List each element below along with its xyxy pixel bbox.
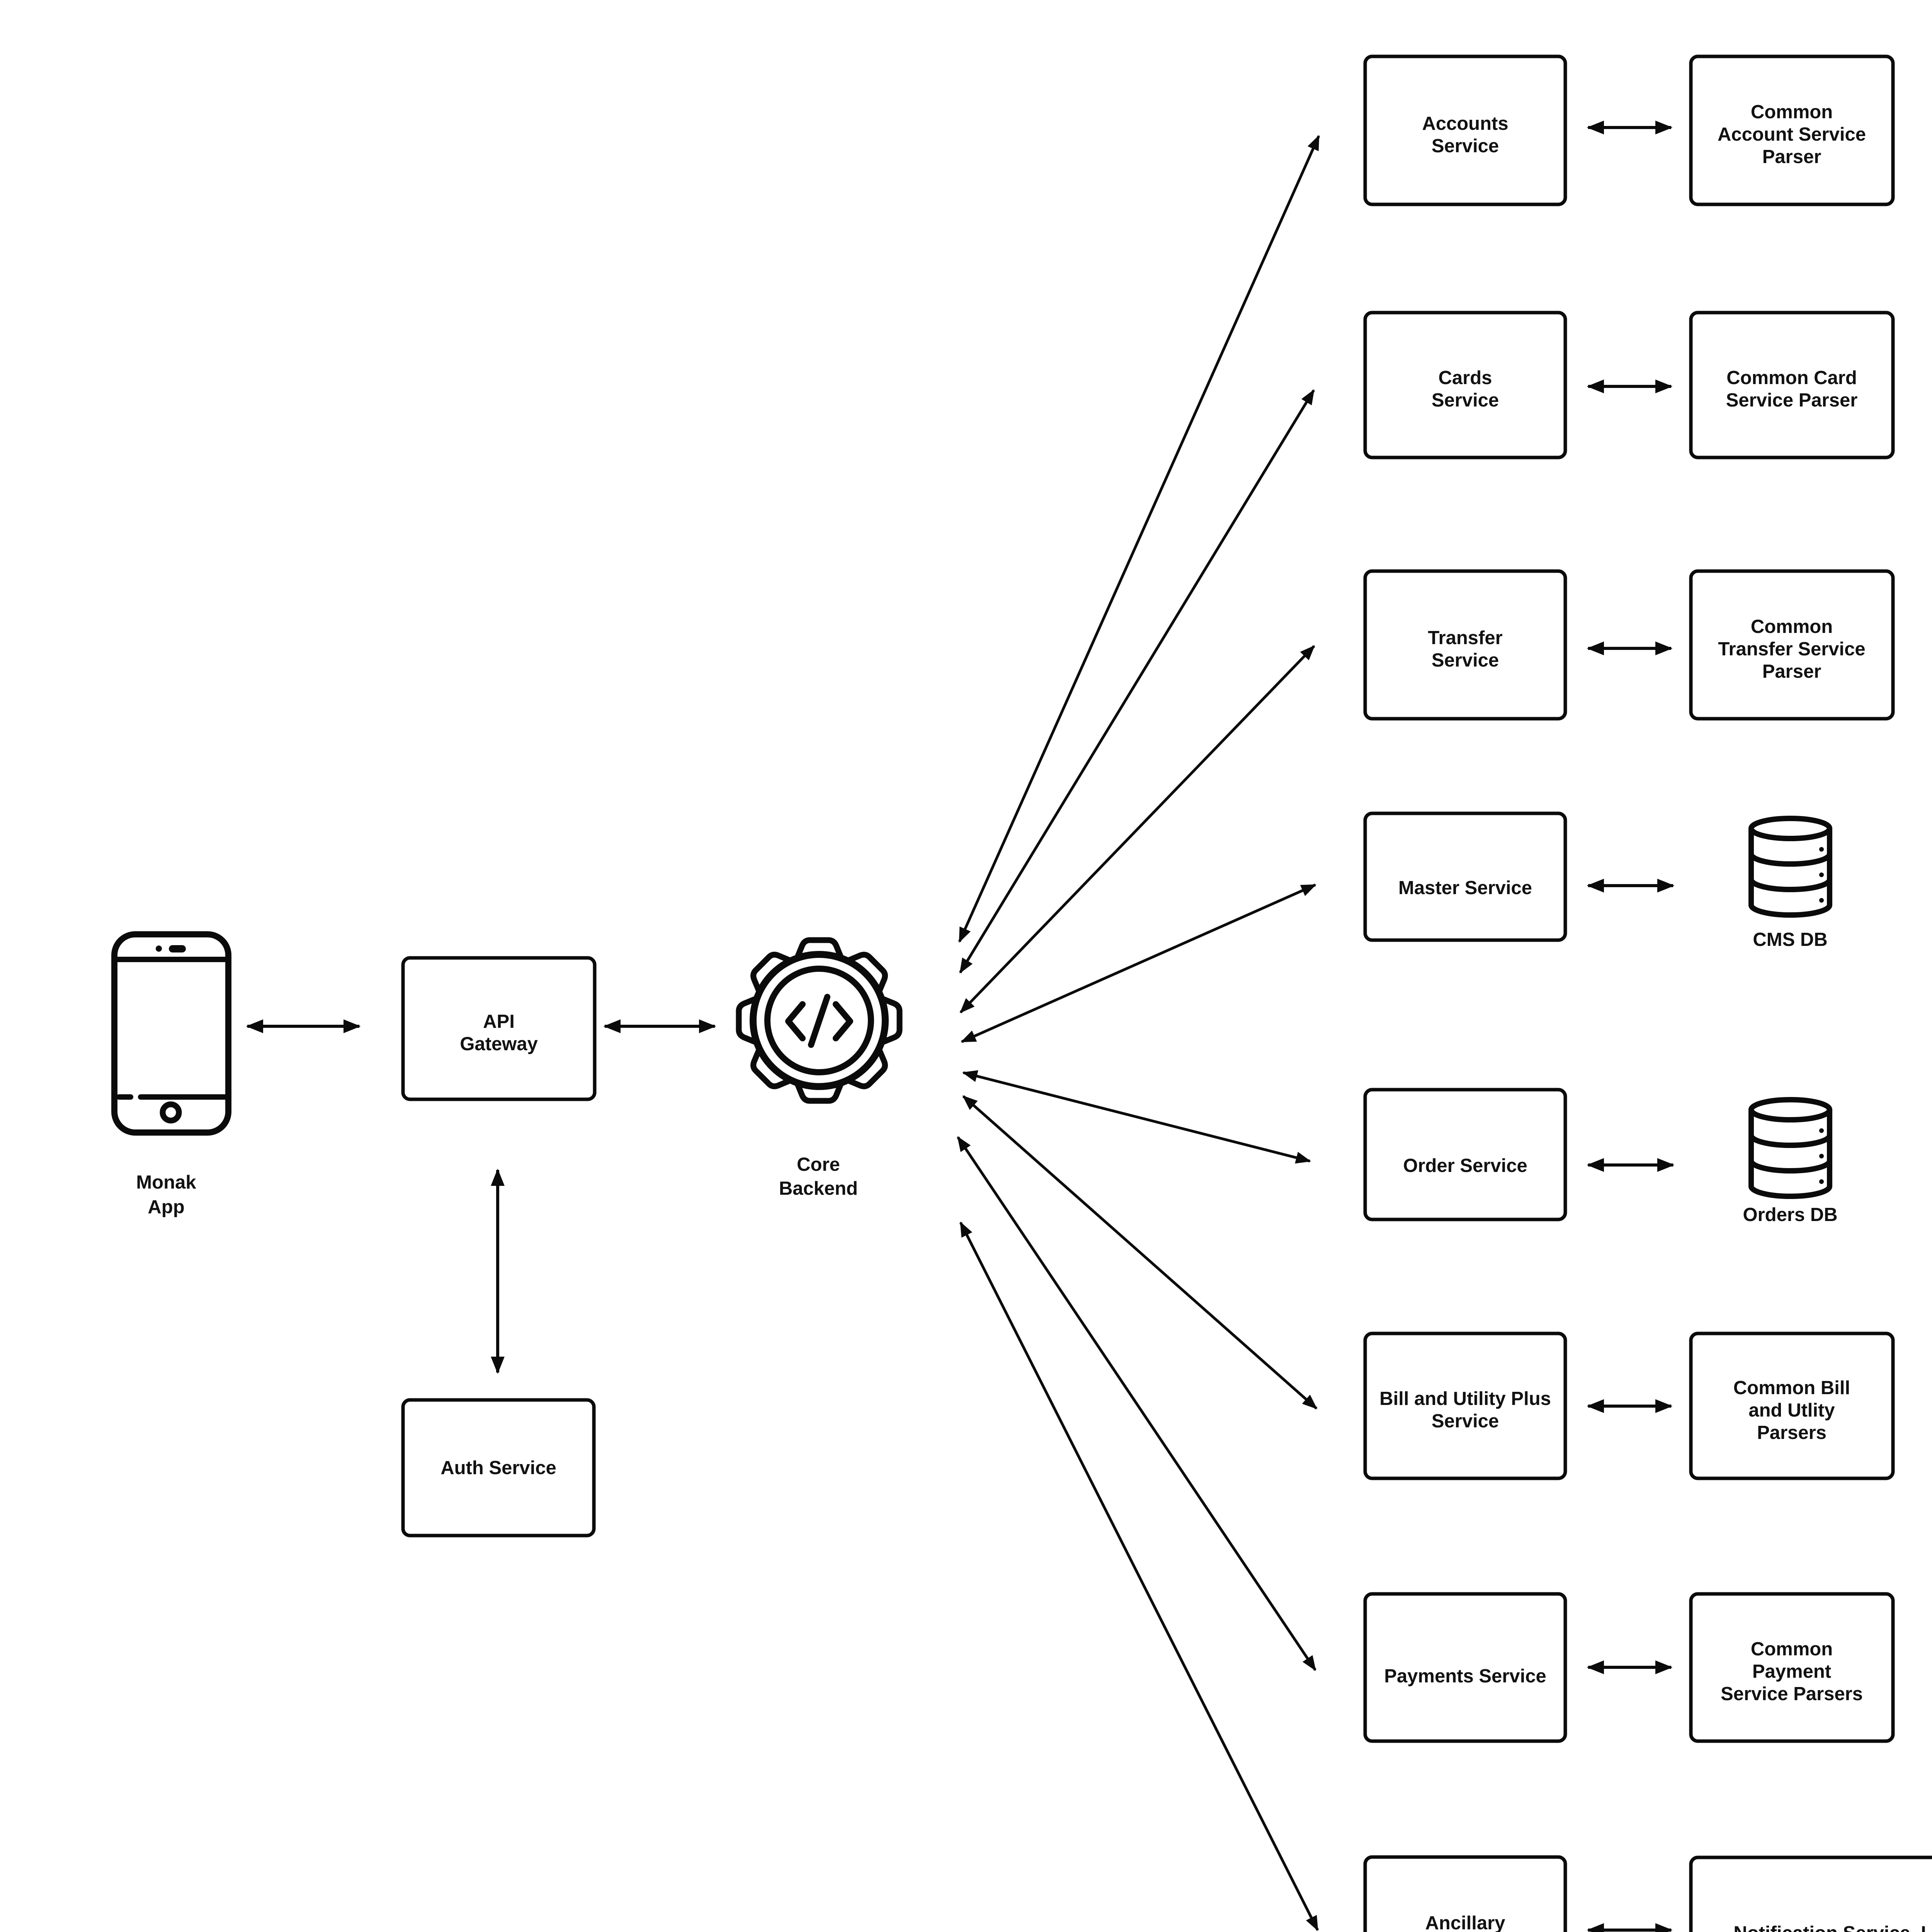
svg-text:and Utlity: and Utlity [1748,1400,1835,1421]
svg-text:Transfer: Transfer [1428,628,1502,648]
svg-text:Auth Service: Auth Service [440,1458,556,1478]
svg-text:Common: Common [1751,1639,1833,1660]
svg-text:Ancillary: Ancillary [1425,1913,1505,1932]
svg-text:Order Service: Order Service [1403,1155,1527,1176]
svg-text:Common Bill: Common Bill [1733,1378,1850,1398]
svg-text:Parser: Parser [1762,146,1821,167]
svg-text:Monak: Monak [136,1172,196,1193]
svg-text:Service Parser: Service Parser [1726,390,1858,411]
svg-text:Service: Service [1432,1411,1499,1432]
svg-text:Account Service: Account Service [1718,124,1866,145]
svg-text:Notification Service, Logging: Notification Service, Logging Service, M… [1733,1923,1932,1932]
svg-text:Common: Common [1751,102,1833,122]
svg-text:Service: Service [1432,390,1499,411]
svg-text:Service Parsers: Service Parsers [1721,1684,1863,1704]
svg-text:Accounts: Accounts [1422,113,1508,134]
svg-text:Backend: Backend [779,1178,858,1199]
svg-text:Payment: Payment [1752,1661,1831,1682]
svg-text:App: App [148,1197,184,1218]
svg-text:Parser: Parser [1762,661,1821,682]
svg-text:Common: Common [1751,616,1833,637]
svg-text:Payments Service: Payments Service [1384,1666,1546,1687]
svg-text:API: API [483,1011,515,1032]
svg-text:Transfer Service: Transfer Service [1718,639,1865,660]
svg-text:Common Card: Common Card [1726,367,1857,388]
svg-text:Core: Core [797,1154,840,1175]
svg-text:Orders DB: Orders DB [1743,1204,1837,1225]
svg-text:Cards: Cards [1439,367,1492,388]
svg-text:Gateway: Gateway [460,1034,538,1054]
svg-text:Service: Service [1432,136,1499,156]
svg-text:Service: Service [1432,650,1499,671]
svg-text:Master Service: Master Service [1398,878,1532,898]
svg-text:Bill and Utility Plus: Bill and Utility Plus [1379,1388,1551,1409]
svg-text:Parsers: Parsers [1757,1422,1827,1443]
svg-text:CMS DB: CMS DB [1753,929,1827,950]
